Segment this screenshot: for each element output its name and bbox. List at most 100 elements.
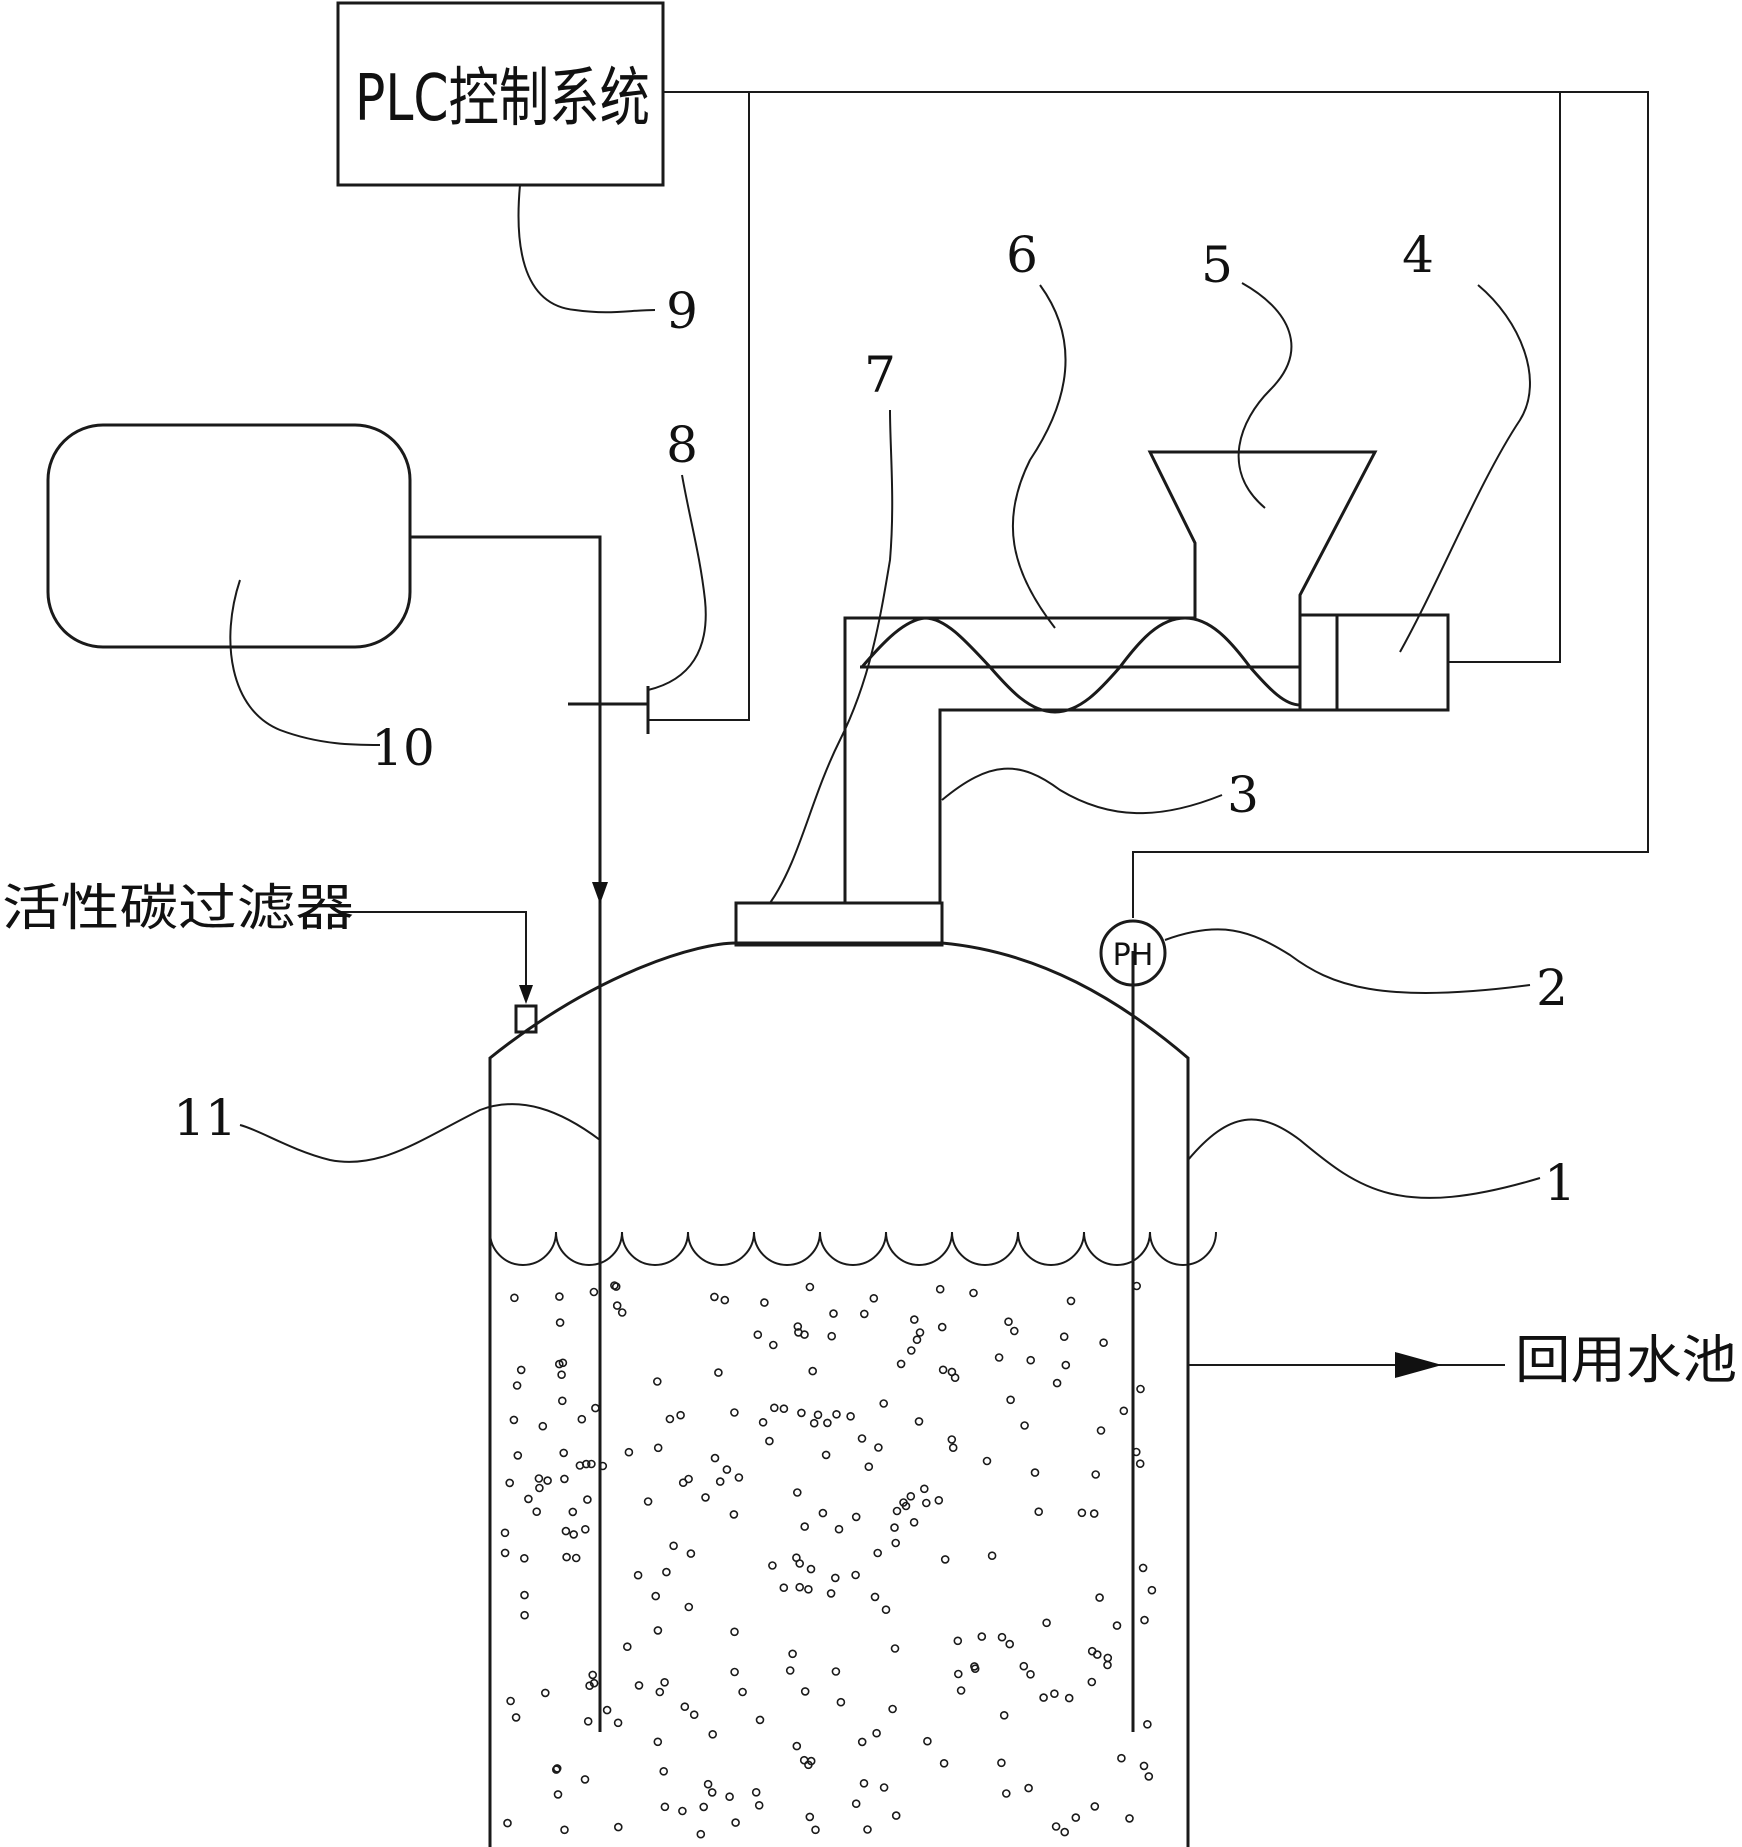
callout-8: 8 (666, 416, 698, 474)
bubble (660, 1678, 669, 1687)
bubble (768, 1561, 777, 1570)
bubble (684, 1602, 694, 1612)
filter-arrow-icon (519, 985, 533, 1004)
bubble (969, 1288, 978, 1298)
bubble (559, 1448, 569, 1458)
bubble (758, 1418, 768, 1427)
bubble (879, 1783, 889, 1792)
bubble (662, 1567, 671, 1577)
bubble (1034, 1507, 1043, 1516)
bubble (575, 1461, 585, 1470)
bubble (892, 1506, 902, 1516)
screw-helix (860, 616, 1301, 714)
bubble (580, 1525, 590, 1534)
bubble (836, 1697, 846, 1707)
bubble (1089, 1509, 1099, 1518)
bubble (800, 1522, 810, 1531)
bubble (859, 1779, 869, 1788)
bubble (555, 1318, 565, 1327)
bubble (1066, 1296, 1076, 1306)
bubble (701, 1493, 710, 1502)
reactor-tank (340, 911, 1217, 1847)
bubble (857, 1737, 867, 1747)
bubble (643, 1497, 653, 1506)
bubble (587, 1459, 596, 1469)
bubble (1030, 1468, 1040, 1477)
bubble (970, 1662, 979, 1671)
bubble (1026, 1355, 1035, 1365)
bubble (524, 1494, 533, 1504)
bubble (769, 1403, 779, 1413)
bubble (505, 1478, 515, 1488)
bubble (613, 1822, 623, 1832)
callout-numbers: 1 2 3 4 5 6 7 8 9 10 11 (173, 226, 1576, 1212)
bubble (560, 1474, 569, 1484)
bubble (1026, 1670, 1035, 1679)
bubble (1064, 1693, 1074, 1703)
ph-probe: PH (1099, 919, 1167, 1732)
bubble (651, 1591, 661, 1601)
bubble (622, 1642, 632, 1651)
bubble (1077, 1508, 1087, 1518)
bubble (800, 1687, 810, 1696)
bubble (519, 1554, 529, 1563)
bubble (934, 1496, 944, 1505)
bubble (795, 1582, 805, 1592)
bubble (805, 1282, 815, 1292)
bubble (891, 1811, 901, 1820)
bubble (888, 1704, 897, 1714)
ph-sensor-icon (1099, 919, 1167, 987)
bubble (1052, 1378, 1062, 1388)
bubble (1059, 1332, 1069, 1341)
bubble (510, 1293, 519, 1303)
bubbles (500, 1281, 1157, 1839)
bubble (799, 1755, 809, 1765)
bubble (617, 1308, 627, 1317)
bubble (500, 1548, 510, 1558)
bubble (1009, 1326, 1019, 1336)
bubble (1112, 1621, 1122, 1630)
callout-10: 10 (371, 719, 435, 777)
bubble (652, 1377, 662, 1386)
bubble (818, 1508, 828, 1518)
bubble (1135, 1459, 1145, 1468)
bubble (589, 1678, 599, 1688)
bubble (613, 1718, 623, 1728)
bubble (500, 1528, 510, 1538)
bubble (872, 1728, 881, 1738)
bubble (513, 1451, 523, 1460)
bubble (879, 1399, 889, 1408)
screw-feeder (734, 450, 1450, 947)
bubble (554, 1359, 564, 1369)
bubble (520, 1590, 529, 1600)
bubble (857, 1434, 867, 1443)
bubble (1039, 1693, 1048, 1702)
bubble (831, 1667, 841, 1676)
bubble (851, 1799, 861, 1808)
bubble (851, 1570, 860, 1580)
bubble (509, 1415, 519, 1425)
bubble (686, 1549, 696, 1558)
bubble (714, 1368, 723, 1377)
bubble (1095, 1593, 1104, 1602)
bubble (722, 1465, 732, 1474)
bubble (715, 1477, 725, 1486)
bubble (1096, 1426, 1106, 1435)
bubble (899, 1498, 908, 1507)
bubble (602, 1705, 612, 1715)
bubble (560, 1825, 569, 1835)
bubble (511, 1713, 521, 1722)
bubble (846, 1412, 855, 1421)
bubble (1125, 1814, 1134, 1823)
feeder-motor (1298, 613, 1450, 712)
bubble (512, 1381, 522, 1390)
bubble (830, 1573, 840, 1583)
bubble (738, 1687, 747, 1697)
bubble (779, 1583, 789, 1592)
bubble (678, 1806, 687, 1816)
bubble (808, 1366, 818, 1376)
bubble (535, 1483, 544, 1493)
filter-label: 活性碳过滤器 (2, 879, 354, 937)
bubble (1060, 1827, 1069, 1837)
